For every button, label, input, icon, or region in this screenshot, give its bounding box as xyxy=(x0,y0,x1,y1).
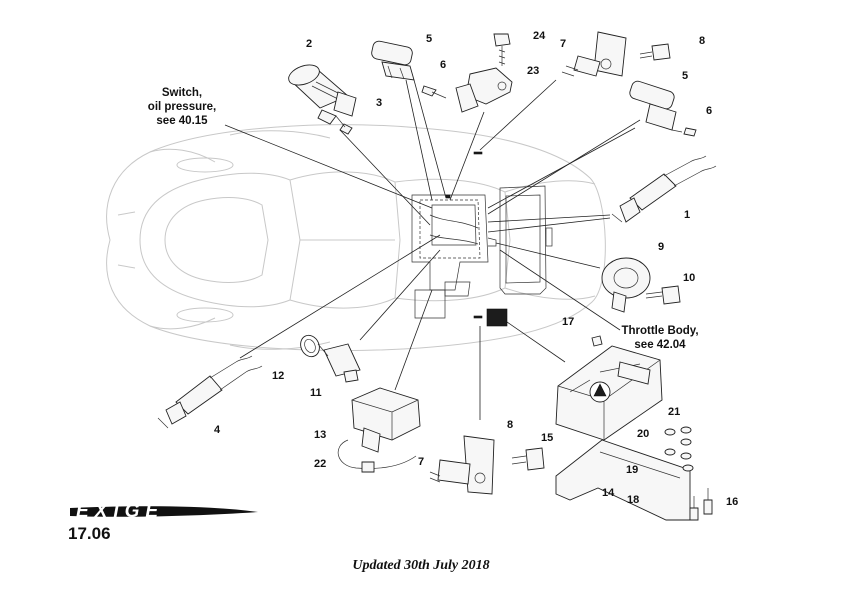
note-line-1: Switch, xyxy=(162,87,202,99)
throttle-note-line-2: see 42.04 xyxy=(634,339,686,351)
cam-sensor-part-5-upper xyxy=(371,40,415,81)
oxygen-sensor-part-4 xyxy=(157,355,263,429)
callout-1: 1 xyxy=(684,209,690,221)
note-line-3: see 40.15 xyxy=(156,115,208,127)
callout-7-lower: 7 xyxy=(418,456,424,468)
knock-sensor-part-9 xyxy=(601,257,651,313)
oxygen-sensor-part-1 xyxy=(611,155,717,223)
callout-14: 14 xyxy=(602,487,615,499)
bolt-part-10 xyxy=(645,285,681,305)
washers-part-19-21 xyxy=(664,426,694,472)
callout-8-lower: 8 xyxy=(507,419,513,431)
nut-part-17 xyxy=(591,335,603,347)
callout-17: 17 xyxy=(562,316,574,328)
callout-6-right: 6 xyxy=(706,105,712,117)
callout-5-right: 5 xyxy=(682,70,688,82)
throttle-body-note: Throttle Body, see 42.04 xyxy=(621,325,698,351)
map-sensor-part-13 xyxy=(351,387,421,453)
callout-15: 15 xyxy=(541,432,553,444)
cam-sensor-part-5-right xyxy=(629,80,677,131)
callout-20: 20 xyxy=(637,428,649,440)
callout-11: 11 xyxy=(310,387,322,399)
crank-sensor-part-2 xyxy=(288,64,357,125)
o-ring-part-12 xyxy=(300,334,320,358)
leader-lines xyxy=(224,79,641,420)
callout-2: 2 xyxy=(306,38,312,50)
callout-5: 5 xyxy=(426,33,432,45)
sensor-part-7-upper xyxy=(561,31,627,77)
callout-7: 7 xyxy=(560,38,566,50)
screw-part-6-upper xyxy=(421,85,447,99)
update-note: Updated 30th July 2018 xyxy=(352,558,490,573)
callout-3: 3 xyxy=(376,97,382,109)
callout-10: 10 xyxy=(683,272,695,284)
bolt-part-8-lower xyxy=(511,447,545,471)
bolt-part-3 xyxy=(335,115,353,135)
callout-16: 16 xyxy=(726,496,738,508)
screw-part-6-right xyxy=(671,127,697,137)
callout-13: 13 xyxy=(314,429,326,441)
callout-9: 9 xyxy=(658,241,664,253)
callout-19: 19 xyxy=(626,464,638,476)
callout-12: 12 xyxy=(272,370,284,382)
callout-22: 22 xyxy=(314,458,326,470)
temperature-sensor-part-11 xyxy=(317,343,361,383)
cable-tie-part-22 xyxy=(337,439,417,473)
ecu-part-15 xyxy=(555,345,663,441)
callout-6: 6 xyxy=(440,59,446,71)
callout-18: 18 xyxy=(627,494,639,506)
exige-logo: EXIGE xyxy=(70,501,258,522)
callout-21: 21 xyxy=(668,406,680,418)
bolt-part-24 xyxy=(493,33,511,66)
oil-pressure-switch-note: Switch, oil pressure, see 40.15 xyxy=(148,87,216,127)
page-number: 17.06 xyxy=(68,524,111,543)
callout-4: 4 xyxy=(214,424,221,436)
brand-wordmark: EXIGE xyxy=(76,501,164,522)
sensor-part-23 xyxy=(455,67,513,113)
bolts-part-16-18 xyxy=(689,488,713,521)
sensor-part-7-lower xyxy=(429,435,495,495)
bolt-part-8-upper xyxy=(639,43,671,61)
callout-24: 24 xyxy=(533,30,546,42)
callout-8: 8 xyxy=(699,35,705,47)
note-line-2: oil pressure, xyxy=(148,101,216,113)
bracket-part-14 xyxy=(555,439,691,521)
throttle-note-line-1: Throttle Body, xyxy=(621,325,698,337)
callout-23: 23 xyxy=(527,65,539,77)
car-outline xyxy=(106,124,606,351)
engine-block-outline xyxy=(411,151,553,327)
callout-numbers: 2 3 5 6 24 23 7 8 5 6 1 9 10 17 15 21 20… xyxy=(214,30,738,508)
